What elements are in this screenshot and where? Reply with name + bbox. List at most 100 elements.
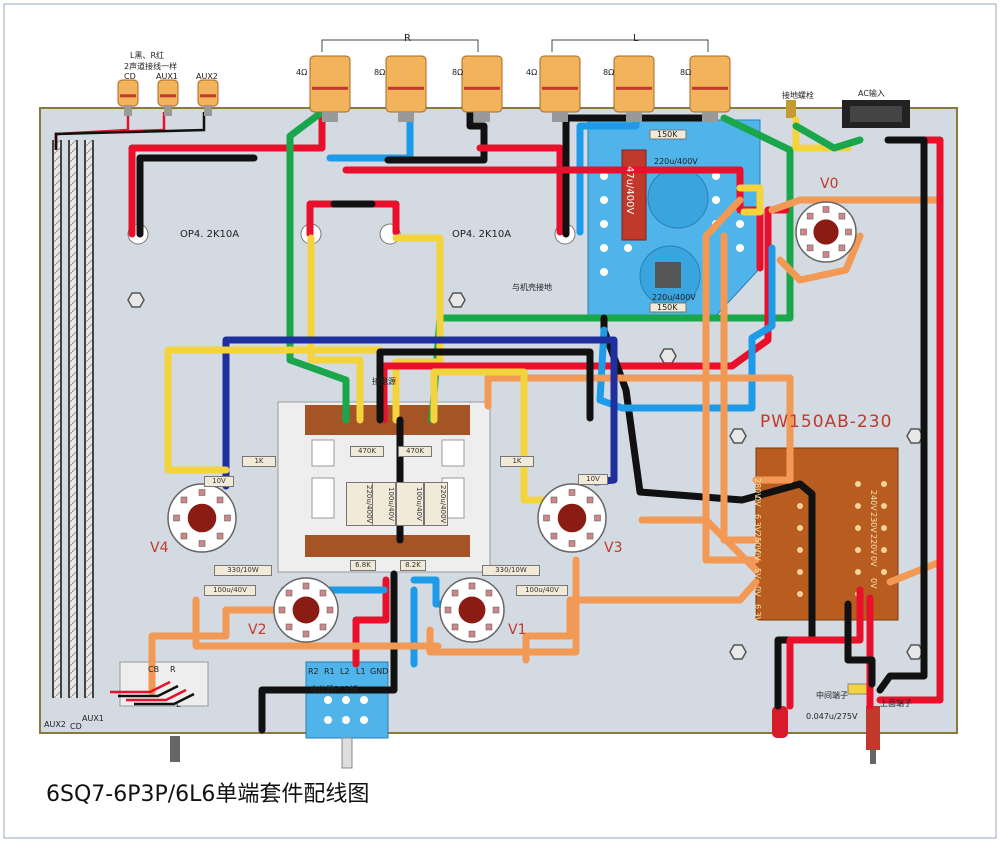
pt-tap-left-1: 0V xyxy=(753,496,762,507)
pt-tap-left-6: 0V xyxy=(753,586,762,597)
wire-black-rca-ground xyxy=(136,154,258,238)
tube-v0-pin-5 xyxy=(806,212,814,220)
tap-label-l-4: 4Ω xyxy=(526,68,538,77)
psu-r-150k-top: 150K xyxy=(657,130,678,139)
pt-tap-right-3: 0V xyxy=(869,556,878,567)
rca-aux2-post xyxy=(204,106,212,116)
speaker-l-4ohm-body xyxy=(539,55,581,113)
amp-cap-220u-right: 220u/400V xyxy=(424,482,448,526)
speaker-l-8ohm-b-post xyxy=(702,112,718,122)
tube-v1-pin-1 xyxy=(485,623,493,631)
amp-resistor-330-right: 330/10W xyxy=(482,565,540,576)
pt-tap-right-2: 220V xyxy=(869,534,878,555)
amp-resistor-470k-right: 470K xyxy=(398,446,432,457)
power-switch xyxy=(866,706,880,750)
rca-cd-band xyxy=(120,94,136,98)
diagram-title: 6SQ7-6P3P/6L6单端套件配线图 xyxy=(46,782,370,807)
wire-orange-pt-6v3 xyxy=(638,516,760,574)
wire-blue-ht xyxy=(596,244,776,412)
mid-terminal-label: 中间端子 xyxy=(816,691,848,700)
volume-pot-shaft xyxy=(341,737,353,769)
tube-sockets xyxy=(167,201,857,643)
selector-r-label: R xyxy=(170,665,176,674)
selector-knob xyxy=(170,736,180,762)
rca-label-aux2: AUX2 xyxy=(196,72,218,81)
tube-v2-pin-7 xyxy=(319,589,327,597)
amp-board-supply-label: 接电源 xyxy=(372,377,396,386)
amp-cap-100u-40v-right: 100u/40V xyxy=(516,585,568,596)
output-transformer-left: OP4. 2K10A xyxy=(180,229,240,240)
wire-selector-lead-1 xyxy=(118,684,179,698)
pt-tap-left-2: 6.3V xyxy=(753,514,762,533)
wire-red-b+-supply xyxy=(342,166,764,272)
speaker-l-8ohm-a-band xyxy=(616,86,652,90)
wire-selector-lead-2 xyxy=(126,688,187,702)
tube-v4-pin-3 xyxy=(180,532,188,540)
tube-v1-pin-6 xyxy=(468,582,476,590)
pot-pin-r1: R1 xyxy=(324,667,335,676)
wire-black-ground-bus xyxy=(376,348,594,424)
wire-yellow-op-left-plate xyxy=(307,234,364,424)
wire-orange-heater-v3 xyxy=(426,556,580,656)
wire-green-earth xyxy=(792,122,864,152)
speaker-r-8ohm-a-post xyxy=(398,112,414,122)
mounting-screws xyxy=(127,292,924,660)
page-frame xyxy=(3,3,997,839)
wire-red-pot-r xyxy=(352,576,390,668)
wire-orange-heater-v2 xyxy=(148,606,300,696)
pt-tap-left-4: 0V xyxy=(753,550,762,561)
power-switch-lever xyxy=(870,750,876,764)
tube-v3-pin-4 xyxy=(543,514,550,522)
power-led xyxy=(772,706,788,738)
rca-aux2-body xyxy=(197,79,219,107)
tube-v2-pin-3 xyxy=(285,623,293,631)
speaker-r-8ohm-a-band xyxy=(388,86,424,90)
speaker-r-8ohm-b-post xyxy=(474,112,490,122)
rca-label-cd: CD xyxy=(124,72,136,81)
tube-v1-pin-4 xyxy=(444,606,452,614)
amp-cap-100u-right: 100u/40V xyxy=(396,482,424,526)
wire-orange-rect-a xyxy=(702,196,760,564)
tube-v3-pin-2 xyxy=(568,540,576,547)
amp-resistor-470k-left: 470K xyxy=(350,446,384,457)
tube-v0-pin-1 xyxy=(838,244,846,252)
wire-red-led-feed xyxy=(786,586,864,710)
tube-v3-pin-5 xyxy=(550,496,558,504)
pot-pin-gnd: GND xyxy=(370,667,389,676)
chassis-ground-label: 与机壳接地 xyxy=(512,283,552,292)
wire-green-r-feedback xyxy=(286,108,350,424)
selector-cd-label: CD xyxy=(70,722,82,731)
tube-v2-core xyxy=(292,596,320,624)
tube-label-v2: V2 xyxy=(248,622,267,638)
tube-v0-pin-0 xyxy=(845,228,852,236)
tap-label-l-8b: 8Ω xyxy=(680,68,692,77)
psu-c-220u-bottom: 220u/400V xyxy=(652,293,696,302)
pt-tap-right-4: 0V xyxy=(869,578,878,589)
tap-label-r-8b: 8Ω xyxy=(452,68,464,77)
rca-aux1-body xyxy=(157,79,179,107)
pt-tap-right-1: 230V xyxy=(869,512,878,533)
tube-v3-pin-1 xyxy=(586,532,594,540)
psu-r-150k-bottom: 150K xyxy=(657,303,678,312)
capacitor-220u-top xyxy=(647,167,709,229)
rca-aux2-band xyxy=(200,94,216,98)
wire-orange-heater-v4 xyxy=(192,596,442,650)
wire-orange-heater-v1 xyxy=(522,578,760,664)
tube-v3-pin-3 xyxy=(550,532,558,540)
amp-board-strip-bottom xyxy=(305,535,470,557)
speaker-l-8ohm-a-post xyxy=(626,112,642,122)
speaker-l-8ohm-b-body xyxy=(689,55,731,113)
resistor-150k-top xyxy=(649,129,687,140)
amp-resistor-1k-left: 1K xyxy=(242,456,276,467)
wire-red-r-speaker xyxy=(128,108,326,238)
pt-tap-right-0: 240V xyxy=(869,490,878,511)
tube-v3-pin-6 xyxy=(568,489,576,496)
tap-label-l-8a: 8Ω xyxy=(603,68,615,77)
amp-resistor-1k-right: 1K xyxy=(500,456,534,467)
tube-v3-pin-0 xyxy=(594,514,601,522)
wire-navy-grid-link xyxy=(222,336,618,490)
tube-v2-pin-2 xyxy=(302,630,310,638)
wire-black-r-com xyxy=(384,108,488,164)
